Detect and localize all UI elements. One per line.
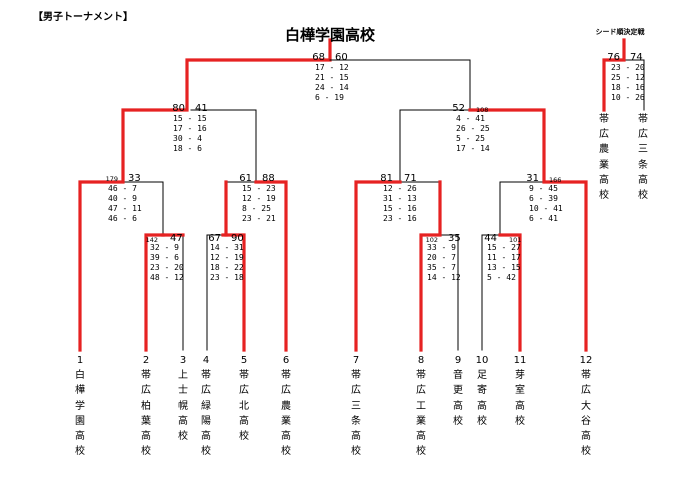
m12-right-score: 74 — [630, 52, 643, 63]
m4-set-scores: 15 - 23 12 - 19 8 - 25 23 - 21 — [242, 184, 276, 223]
tournament-header: 【男子トーナメント】 — [33, 12, 133, 23]
m7-right-score: 35 — [448, 233, 461, 244]
m12-set-scores: 23 - 20 25 - 12 18 - 16 10 - 26 — [611, 63, 645, 102]
m5-set-scores: 15 - 15 17 - 16 30 - 4 18 - 6 — [173, 114, 207, 153]
m4-left-score: 61 — [239, 173, 252, 184]
m9-set-scores: 9 - 45 6 - 39 10 - 41 6 - 41 — [529, 184, 563, 223]
m2-right-score: 47 — [170, 233, 183, 244]
team-12: 12 帯広大谷高校 — [579, 355, 593, 458]
m6-right-score: 71 — [404, 173, 417, 184]
winner-line-8 — [221, 233, 246, 352]
team-5: 5 帯広北高校 — [239, 355, 249, 443]
m3-left-score: 67 — [208, 233, 221, 244]
m3-set-scores: 14 - 31 12 - 19 18 - 22 23 - 18 — [210, 243, 244, 282]
seed-team-1: 帯広農業高校 — [599, 114, 609, 202]
team-4: 4 帯広緑陽高校 — [201, 355, 211, 458]
winner-line-22 — [602, 38, 626, 112]
bracket-line-21 — [623, 59, 645, 111]
bracket-line-12 — [355, 109, 401, 183]
winner-line-10 — [254, 180, 288, 352]
seed-team-2: 帯広三条高校 — [638, 114, 648, 202]
team-11: 11 芽室高校 — [513, 355, 527, 427]
m2-set-scores: 32 - 9 39 - 6 23 - 20 48 - 12 — [150, 243, 184, 282]
winner-line-20 — [468, 108, 588, 352]
m6-left-score: 81 — [380, 173, 393, 184]
m12-left-score: 76 — [607, 52, 620, 63]
winner-line-5 — [78, 38, 332, 352]
team-7: 7 帯広三条高校 — [351, 355, 361, 458]
m3-right-score: 90 — [231, 233, 244, 244]
bracket-line-1 — [122, 181, 164, 236]
m6-set-scores: 12 - 26 31 - 13 15 - 16 23 - 16 — [383, 184, 417, 223]
winner-line-18 — [419, 180, 442, 352]
m5-left-score: 80 — [172, 103, 185, 114]
winner-line-19 — [498, 233, 522, 352]
team-2: 2 帯広柏葉高校 — [141, 355, 151, 458]
m11-set-scores: 17 - 12 21 - 15 24 - 14 6 - 19 — [315, 63, 349, 102]
team-6: 6 帯広農業高校 — [281, 355, 291, 458]
m8-set-scores: 15 - 27 11 - 17 13 - 15 5 - 42 — [487, 243, 521, 282]
m10-left-score: 52 — [452, 103, 465, 114]
m10-set-scores: 4 - 41 26 - 25 5 - 25 17 - 14 — [456, 114, 490, 153]
m1-right-score: 33 — [128, 173, 141, 184]
bracket-line-14 — [439, 234, 459, 351]
winner-line-17 — [354, 180, 402, 352]
m2-left-score: 142 — [145, 236, 158, 244]
bracket-line-3 — [206, 234, 224, 351]
m8-left-score: 44 — [484, 233, 497, 244]
m11-right-score: 60 — [335, 52, 348, 63]
m10-right-score: 108 — [476, 106, 489, 114]
m8-right-score: 101 — [509, 236, 522, 244]
m9-right-score: 166 — [549, 176, 562, 184]
bracket-line-4 — [190, 109, 257, 183]
m5-right-score: 41 — [195, 103, 208, 114]
team-1: 1 白樺学園高校 — [75, 355, 85, 458]
m1-set-scores: 46 - 7 40 - 9 47 - 11 46 - 6 — [108, 184, 142, 223]
m4-right-score: 88 — [262, 173, 275, 184]
m1-left-score: 179 — [105, 175, 118, 183]
seed-decision-title: シード順決定戦 — [595, 28, 645, 36]
m9-left-score: 31 — [526, 173, 539, 184]
bracket-line-11 — [329, 59, 471, 111]
team-8: 8 帯広工業高校 — [416, 355, 426, 458]
m7-set-scores: 33 - 9 20 - 7 35 - 7 14 - 12 — [427, 243, 461, 282]
team-3: 3 上士幌高校 — [178, 355, 188, 443]
team-9: 9 音更高校 — [453, 355, 463, 427]
winner-line-6 — [144, 233, 165, 352]
m11-left-score: 68 — [312, 52, 325, 63]
team-10: 10 足寄高校 — [475, 355, 489, 427]
m7-left-score: 102 — [425, 236, 438, 244]
champion-name: 白樺学園高校 — [284, 26, 376, 44]
